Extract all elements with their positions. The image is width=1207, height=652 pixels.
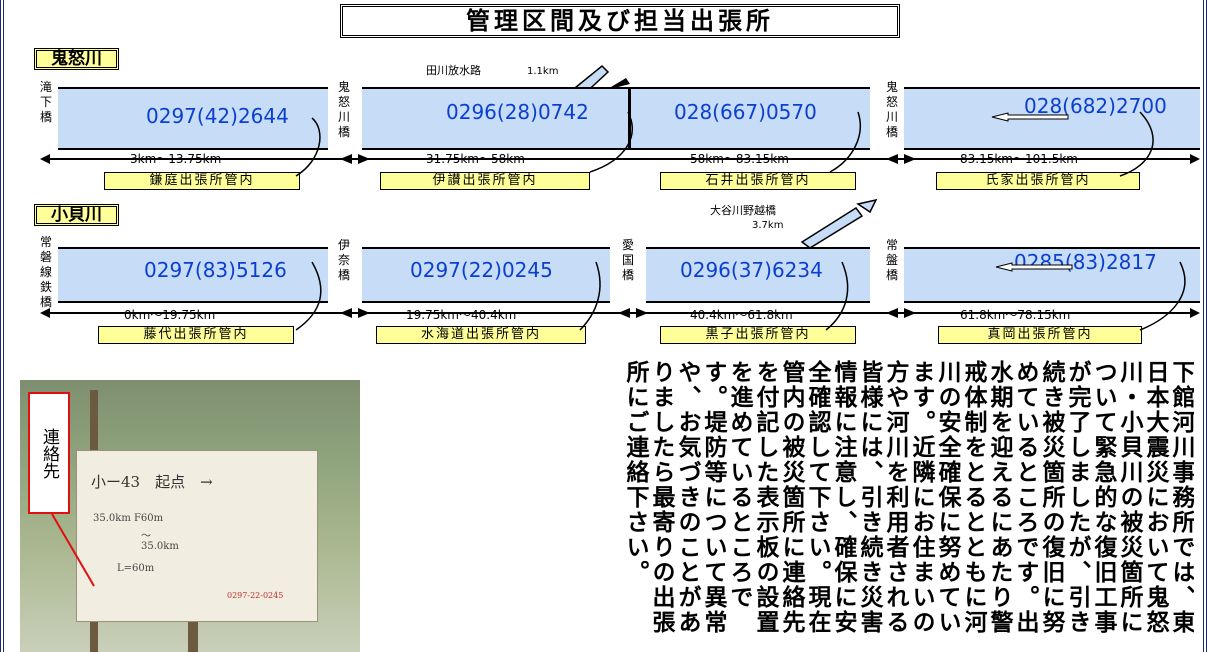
segment-kuroko (646, 247, 870, 303)
km-isan: 31.75km～58km (426, 152, 525, 166)
office-isan: 伊讃出張所管内 (380, 172, 590, 190)
segment-kamaniwa (58, 87, 328, 150)
office-kamaniwa: 鎌庭出張所管内 (104, 172, 300, 190)
sign-line-2: ～ (141, 531, 151, 542)
km-moka: 61.8km～78.15km (960, 308, 1071, 322)
km-fujishiro: 0km～19.75km (124, 308, 216, 322)
contact-pointer-line (51, 513, 95, 587)
signboard: 小ー43 起点 → 35.0km F60m ～ 35.0km L=60m 029… (76, 450, 318, 622)
km-kuroko: 40.4km～61.8km (690, 308, 793, 322)
office-moka: 真岡出張所管内 (938, 326, 1142, 344)
sign-line-1: 35.0km F60m (93, 513, 164, 524)
km-axis-kokaigawa (40, 308, 1200, 318)
segment-mitsukaido (362, 247, 610, 303)
km-axis-kinugawa (40, 154, 1200, 164)
river-label-kokaigawa: 小貝川 (34, 204, 119, 226)
km-kamaniwa: 3km～13.75km (130, 152, 222, 166)
phone-kamaniwa[interactable]: 0297(42)2644 (146, 104, 289, 128)
phone-kuroko[interactable]: 0296(37)6234 (680, 258, 823, 282)
km-mitsukaido: 19.75km～40.4km (406, 308, 517, 322)
office-kuroko: 黒子出張所管内 (660, 326, 856, 344)
river-label-kinugawa: 鬼怒川 (34, 48, 119, 70)
sign-title: 小ー43 起点 → (91, 473, 213, 491)
bridge-label-kinugawa-2: 鬼怒川橋 (885, 80, 898, 139)
arrow-left-icon (991, 112, 1069, 122)
segment-ishii (648, 87, 870, 150)
segment-fujishiro (58, 247, 328, 303)
page-title: 管理区間及び担当出張所 (340, 4, 900, 38)
segment-moka (904, 247, 1200, 303)
left-label-kinugawa: 滝下橋 (39, 80, 52, 124)
office-mitsukaido: 水海道出張所管内 (376, 326, 586, 344)
km-ujiie: 83.15km～101.5km (960, 152, 1078, 166)
bridge-label-aikoku: 愛国橋 (621, 238, 634, 282)
sign-post-center (188, 610, 198, 652)
left-label-kokaigawa: 常磐線鉄橋 (39, 235, 52, 309)
office-fujishiro: 藤代出張所管内 (98, 326, 294, 344)
office-ujiie: 氏家出張所管内 (936, 172, 1140, 190)
note-ooyagawa-km: 3.7km (752, 220, 784, 231)
segment-isan (362, 87, 648, 150)
sign-line-5: 0297-22-0245 (227, 591, 284, 600)
sign-line-4: L=60m (117, 563, 155, 574)
note-tagawa-km: 1.1km (527, 66, 559, 77)
bridge-label-kinugawa-1: 鬼怒川橋 (337, 80, 350, 139)
phone-isan[interactable]: 0296(28)0742 (446, 100, 589, 124)
bridge-label-ina: 伊奈橋 (337, 238, 350, 282)
signboard-photo: 小ー43 起点 → 35.0km F60m ～ 35.0km L=60m 029… (20, 380, 360, 652)
sign-line-3: 35.0km (141, 541, 179, 552)
arrow-left-icon-2 (995, 262, 1073, 272)
bridge-label-tokiwa: 常盤橋 (885, 238, 898, 282)
km-ishii: 58km～83.15km (690, 152, 789, 166)
note-tagawa: 田川放水路 (426, 64, 481, 77)
office-ishii: 石井出張所管内 (660, 172, 856, 190)
note-ooyagawa: 大谷川野越橋 (710, 204, 776, 217)
contact-label: 連絡先 (28, 392, 70, 514)
phone-ujiie[interactable]: 028(682)2700 (1024, 94, 1167, 118)
phone-fujishiro[interactable]: 0297(83)5126 (144, 258, 287, 282)
connector-lines (295, 111, 1186, 331)
notice-body-text: 下館河川事務所では、東日本大震災において鬼怒川・小貝川の被災箇所について緊急的な… (622, 360, 1194, 635)
segment-divider (628, 87, 631, 150)
phone-ishii[interactable]: 028(667)0570 (674, 100, 817, 124)
ooyagawa-diagram (800, 198, 878, 248)
phone-mitsukaido[interactable]: 0297(22)0245 (410, 258, 553, 282)
phone-moka[interactable]: 0285(83)2817 (1014, 250, 1157, 274)
